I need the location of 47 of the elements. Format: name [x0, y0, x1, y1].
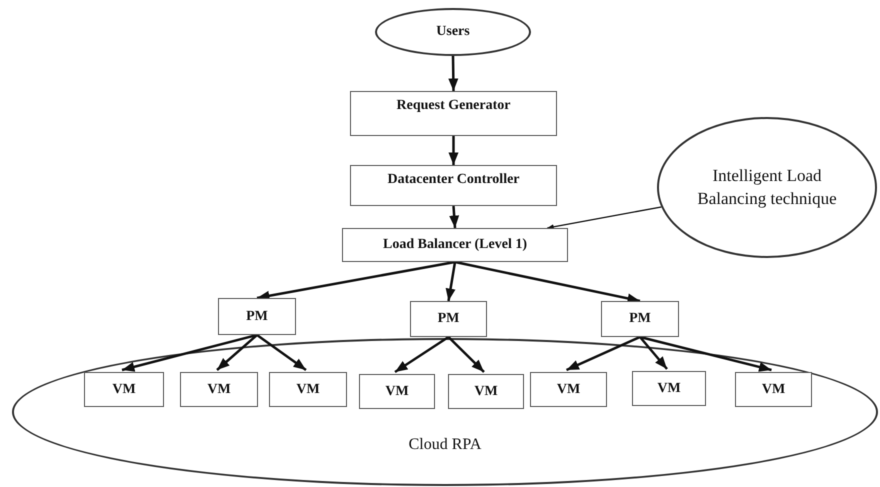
process-box: [410, 301, 487, 337]
arrow: [446, 262, 456, 302]
arrow: [454, 260, 640, 304]
node-label: VM: [657, 380, 681, 396]
node-label: VM: [112, 382, 136, 398]
process-box: [359, 374, 435, 409]
process-box: [350, 91, 557, 136]
process-box: [84, 372, 164, 407]
arrow: [449, 206, 460, 228]
process-box: [269, 372, 347, 407]
arrow: [639, 336, 668, 370]
arrow: [122, 334, 258, 372]
node-label: Intelligent Load Balancing technique: [696, 165, 838, 210]
arrow: [256, 334, 307, 372]
process-box: [180, 372, 258, 407]
process-box: [735, 372, 812, 407]
arrow: [216, 334, 258, 371]
process-box: [448, 374, 524, 409]
arrow: [640, 336, 772, 372]
node-label: VM: [762, 382, 786, 398]
node-label: VM: [474, 384, 498, 400]
process-box: [632, 371, 706, 406]
node-label: Request Generator: [396, 98, 510, 114]
node-label: PM: [438, 311, 460, 327]
arrow: [394, 336, 450, 374]
node-label: Load Balancer (Level 1): [382, 237, 527, 253]
node-label: PM: [246, 308, 268, 324]
node-label: VM: [296, 382, 320, 398]
process-box: [350, 165, 557, 206]
cloud-ellipse: [12, 338, 878, 486]
process-box: [342, 228, 568, 262]
arrow: [566, 336, 641, 372]
arrow: [448, 56, 458, 92]
node-label: VM: [556, 382, 580, 398]
arrow: [448, 336, 485, 373]
node-label: VM: [385, 384, 409, 400]
process-box: [218, 298, 296, 335]
node-label: Datacenter Controller: [387, 172, 520, 188]
node-label: PM: [629, 311, 651, 327]
arrow: [256, 260, 456, 301]
arrow: [448, 136, 458, 165]
node-label: VM: [207, 382, 231, 398]
node-label: Cloud RPA: [408, 436, 482, 454]
node-label: Users: [436, 24, 470, 40]
process-box: [530, 372, 607, 407]
process-box: [601, 301, 679, 337]
arrow: [547, 206, 662, 230]
